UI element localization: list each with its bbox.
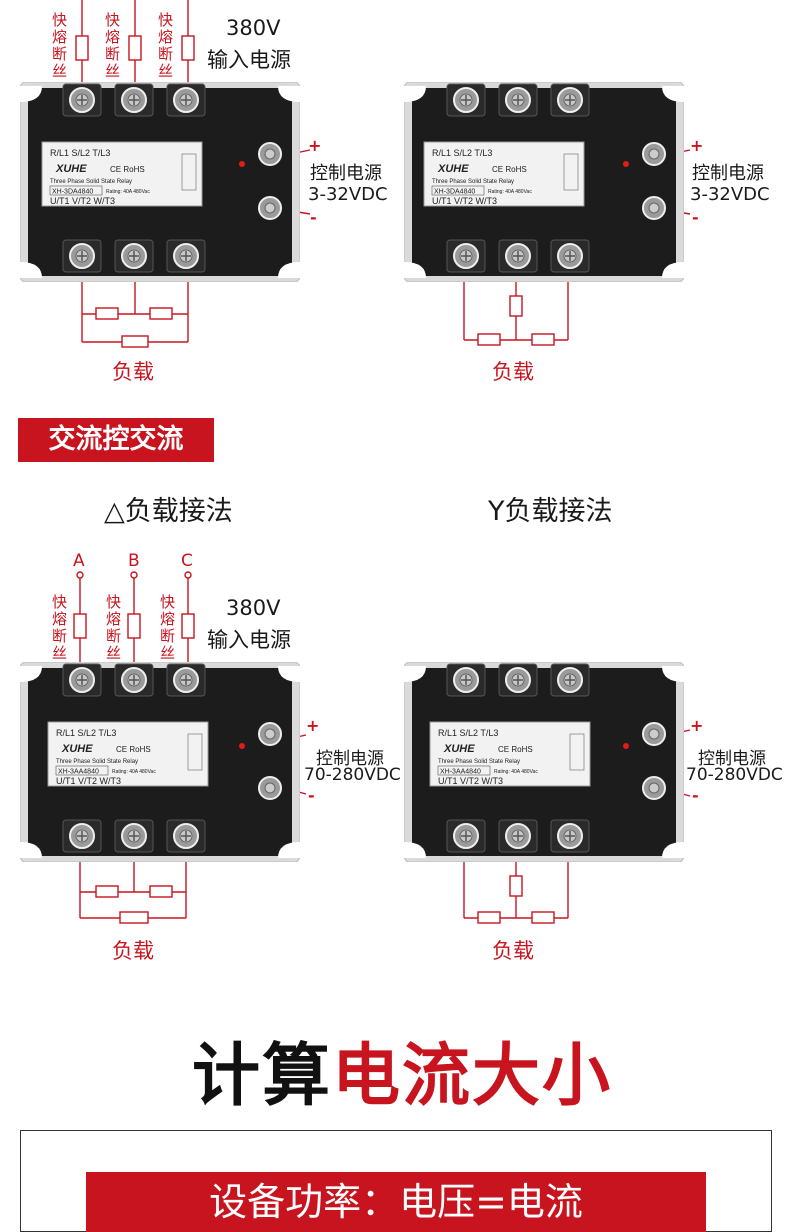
phase-c: C [181, 551, 193, 571]
minus-sign: - [692, 786, 699, 805]
minus-sign: - [308, 786, 315, 805]
minus-sign: - [692, 208, 699, 227]
svg-text:Rating: 40A 480Vac: Rating: 40A 480Vac [112, 769, 156, 775]
input-voltage: 380V [226, 596, 281, 620]
svg-text:XH-3DA4840: XH-3DA4840 [434, 189, 475, 196]
input-voltage: 380V [226, 16, 281, 40]
svg-text:R/L1 S/L2 T/: R/L1 S/L2 T/L3 [432, 148, 492, 158]
fuse-label-2: 快熔断丝 [105, 11, 121, 80]
svg-text:U/T1 V/T2 W/: U/T1 V/T2 W/T3 [432, 196, 497, 206]
calc-title-part2: 电流大小 [332, 1037, 613, 1116]
svg-text:U/T1 V/T2 W/: U/T1 V/T2 W/T3 [50, 196, 115, 206]
svg-text:XUHE: XUHE [443, 743, 475, 755]
svg-text:XUHE: XUHE [437, 163, 469, 175]
svg-text:XH-3DA4840: XH-3DA4840 [52, 189, 93, 196]
load-label: 负载 [112, 939, 154, 963]
plus-sign: + [690, 136, 704, 155]
svg-text:R/L1 S/L2 T/: R/L1 S/L2 T/L3 [50, 148, 110, 158]
wye-heading: Y负载接法 [488, 496, 613, 527]
svg-text:Rating: 40A 480Vac: Rating: 40A 480Vac [488, 189, 532, 195]
svg-text:Rating: 40A 480Vac: Rating: 40A 480Vac [494, 769, 538, 775]
fuse-label-3: 快熔断丝 [158, 11, 174, 80]
svg-text:XH-3AA4840: XH-3AA4840 [440, 769, 481, 776]
input-label: 输入电源 [207, 628, 291, 652]
control-label: 控制电源 [692, 163, 764, 184]
section-badge: 交流控交流 [18, 418, 214, 462]
calc-title-part1: 计算 [192, 1037, 333, 1116]
svg-text:CE RoHS: CE RoHS [110, 165, 145, 174]
svg-text:R/L1 S/L2 T/: R/L1 S/L2 T/L3 [56, 728, 116, 738]
svg-text:Three Phase Solid State Relay: Three Phase Solid State Relay [56, 759, 138, 765]
top-left-wiring [75, 0, 311, 348]
fuse-label-1: 快熔断丝 [52, 593, 68, 662]
control-range: 3-32VDC [308, 184, 388, 205]
plus-sign: + [306, 716, 320, 735]
bottom-left-wiring [73, 571, 307, 924]
svg-text:XUHE: XUHE [61, 743, 93, 755]
delta-heading: △负载接法 [104, 496, 233, 527]
phase-a: A [73, 551, 85, 571]
svg-text:CE RoHS: CE RoHS [492, 165, 527, 174]
load-label: 负载 [112, 360, 154, 384]
svg-text:Three Phase Solid State Relay: Three Phase Solid State Relay [438, 759, 520, 765]
svg-text:Three Phase Solid State Relay: Three Phase Solid State Relay [432, 179, 514, 185]
plus-sign: + [690, 716, 704, 735]
load-label: 负载 [492, 360, 534, 384]
formula-banner: 设备功率：电压=电流 [86, 1172, 706, 1232]
phase-b: B [128, 551, 140, 571]
minus-sign: - [310, 208, 317, 227]
svg-text:XUHE: XUHE [55, 163, 87, 175]
svg-text:R/L1 S/L2 T/: R/L1 S/L2 T/L3 [438, 728, 498, 738]
svg-text:U/T1 V/T2 W/: U/T1 V/T2 W/T3 [56, 776, 121, 786]
svg-text:Rating: 40A 480Vac: Rating: 40A 480Vac [106, 189, 150, 195]
bottom-right-wiring [463, 729, 691, 924]
calc-title: 计算电流大小 [192, 1020, 612, 1119]
svg-text:CE RoHS: CE RoHS [116, 745, 151, 754]
control-label: 控制电源 [316, 749, 384, 769]
svg-text:XH-3AA4840: XH-3AA4840 [58, 769, 99, 776]
control-range: 3-32VDC [690, 184, 770, 205]
fuse-label-3: 快熔断丝 [160, 593, 176, 662]
control-range: 70-280VDC [304, 765, 401, 785]
svg-text:CE RoHS: CE RoHS [498, 745, 533, 754]
load-label: 负载 [492, 939, 534, 963]
svg-text:Three Phase Solid State Relay: Three Phase Solid State Relay [50, 179, 132, 185]
control-label: 控制电源 [310, 163, 382, 184]
fuse-label-1: 快熔断丝 [52, 11, 68, 80]
plus-sign: + [308, 136, 322, 155]
svg-text:U/T1 V/T2 W/: U/T1 V/T2 W/T3 [438, 776, 503, 786]
control-range: 70-280VDC [686, 765, 783, 785]
control-label: 控制电源 [698, 749, 766, 769]
input-label: 输入电源 [207, 48, 291, 72]
fuse-label-2: 快熔断丝 [106, 593, 122, 662]
